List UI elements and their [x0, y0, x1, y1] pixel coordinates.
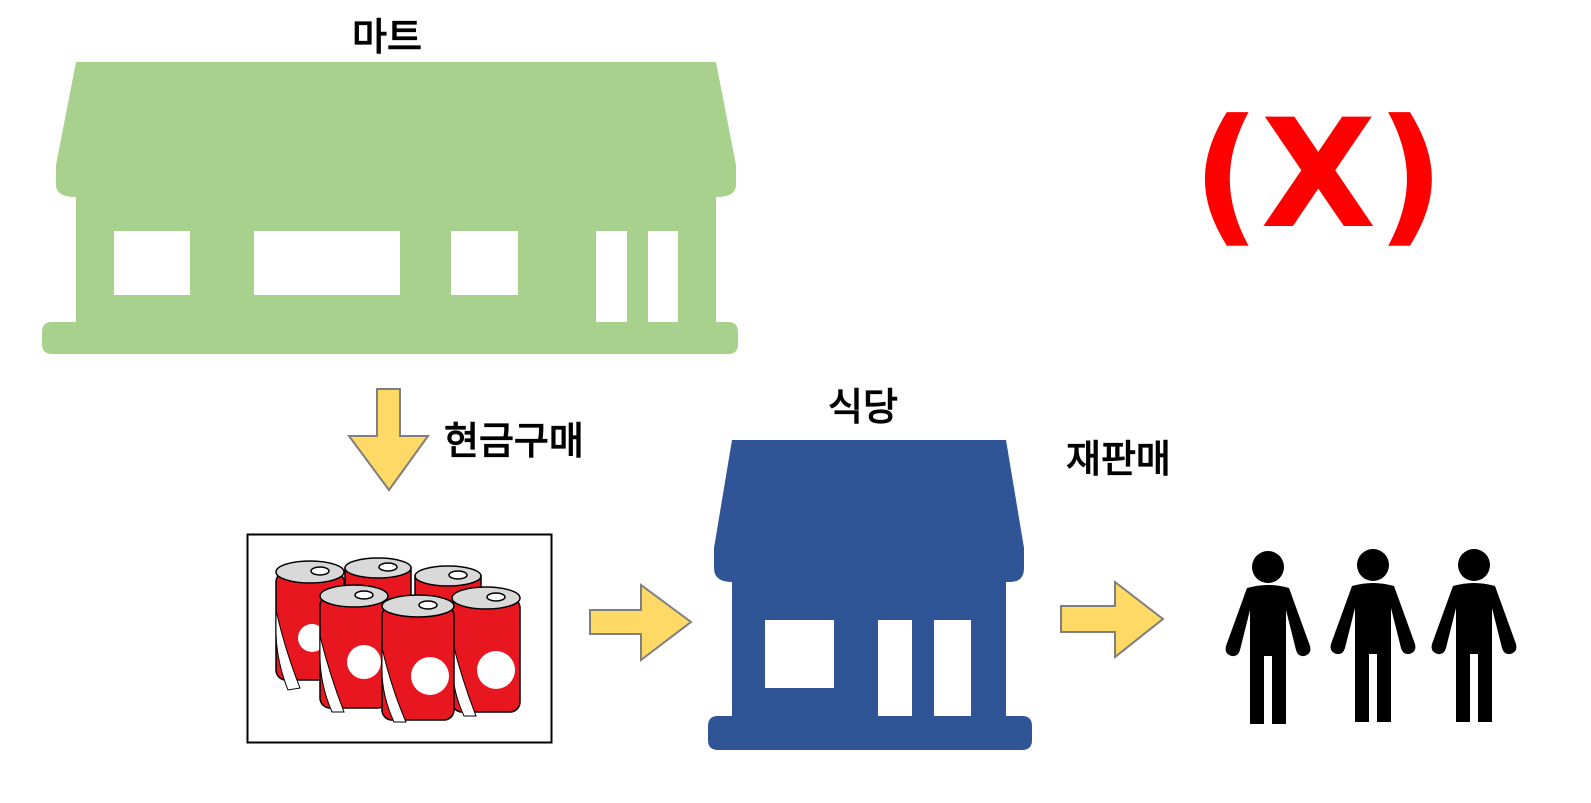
down-arrow-icon [347, 388, 430, 492]
restaurant-label: 식당 [828, 385, 898, 429]
right-arrow-icon [589, 583, 693, 663]
person-icon [1431, 549, 1517, 722]
mart-label: 마트 [352, 15, 422, 59]
cash-purchase-label: 현금구매 [444, 419, 584, 463]
resale-label: 재판매 [1066, 437, 1171, 481]
person-icon [1330, 549, 1416, 722]
right-arrow-icon [1060, 579, 1165, 660]
mart-store-icon [42, 62, 738, 354]
forbidden-mark: (X) [1192, 88, 1445, 262]
person-icon [1225, 551, 1311, 724]
restaurant-icon [708, 440, 1032, 750]
can-pack-icon [246, 533, 553, 744]
